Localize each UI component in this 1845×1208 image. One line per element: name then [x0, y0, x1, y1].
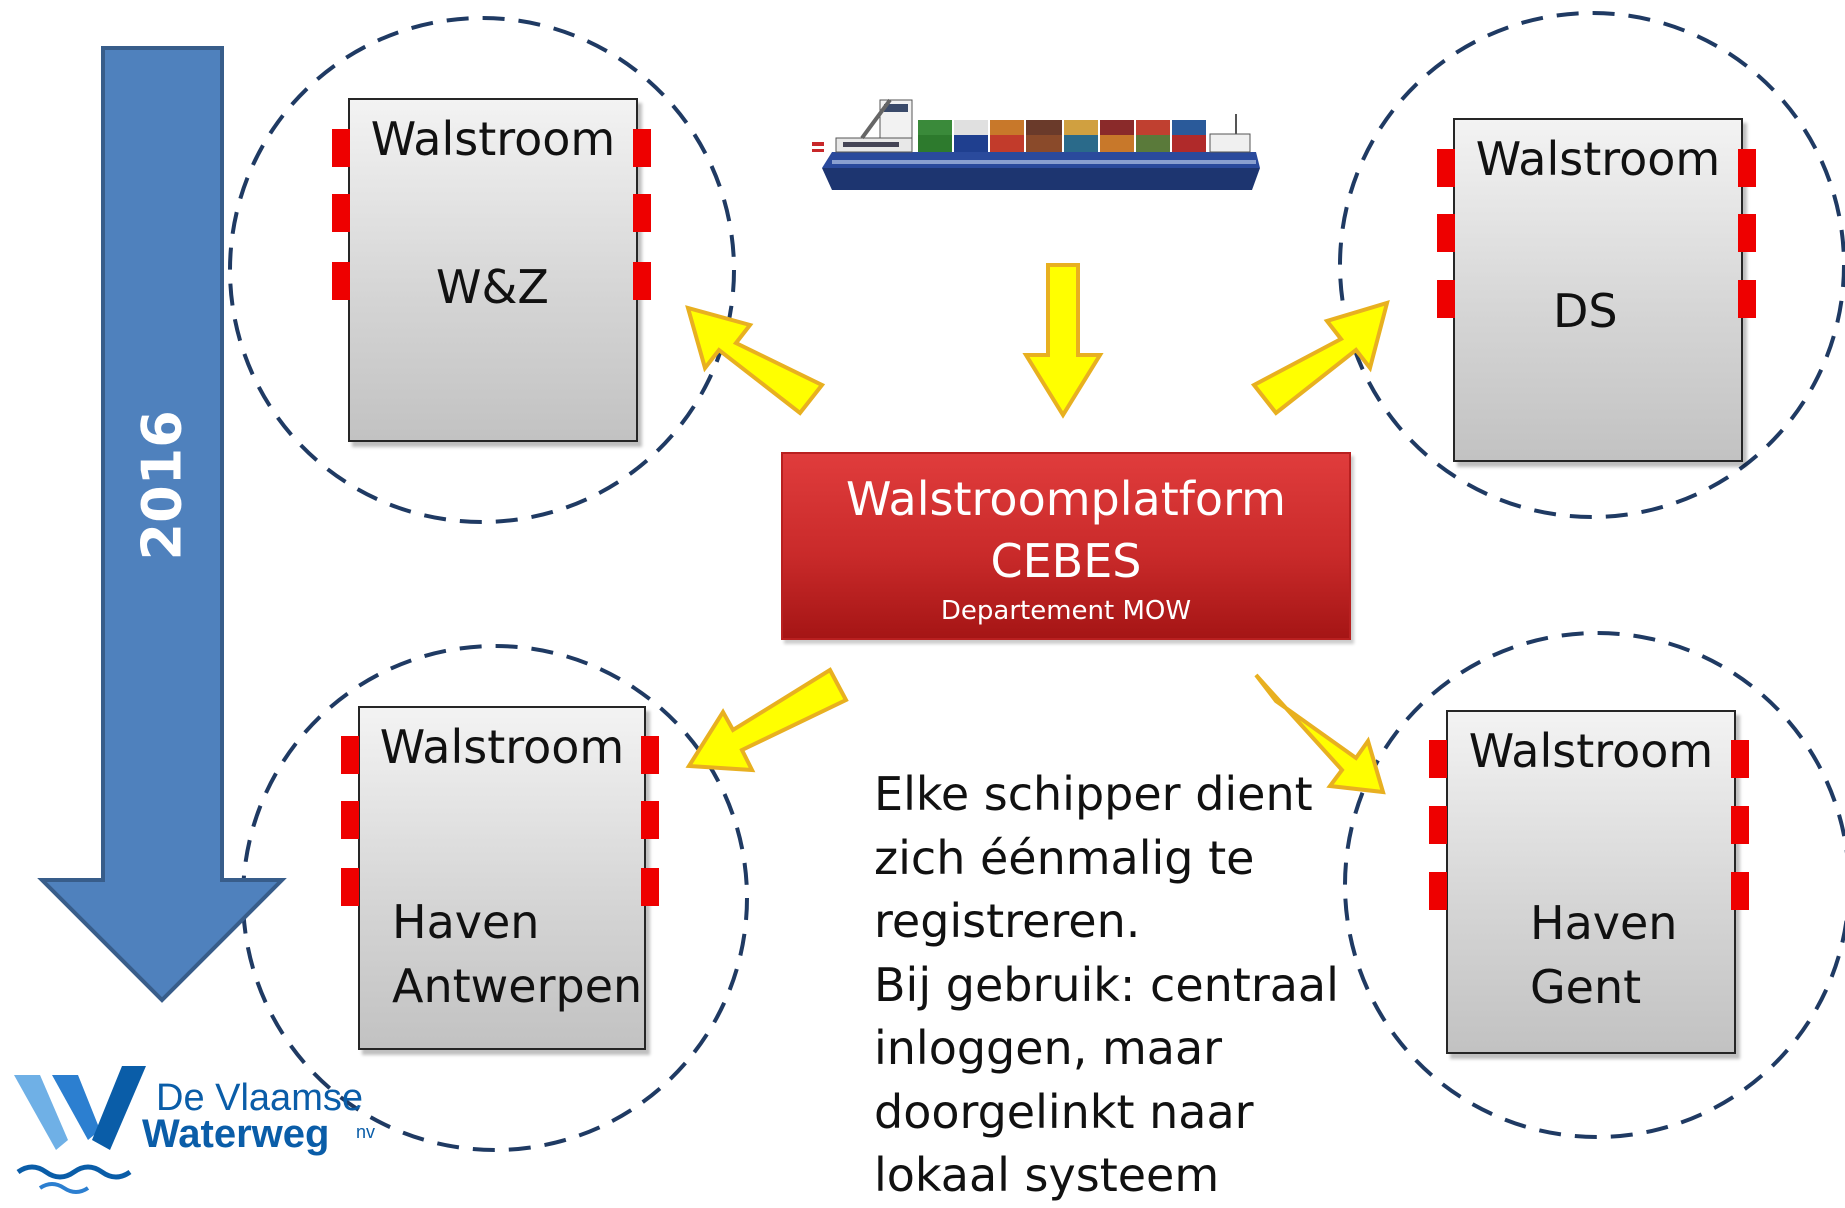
- arrow-to-ds: [1250, 300, 1390, 416]
- port-connector: [1731, 806, 1749, 844]
- port-connector: [1429, 740, 1447, 778]
- arrow-to-antwerpen: [685, 667, 849, 773]
- circle-antwerpen: [241, 644, 749, 1152]
- node-title: Walstroom: [1468, 724, 1714, 778]
- port-connector: [633, 194, 651, 232]
- port-connector: [1437, 214, 1455, 252]
- arrow-ship-to-platform: [1022, 263, 1104, 419]
- port-connector: [341, 868, 359, 906]
- note-line: Bij gebruik: centraal: [874, 957, 1339, 1012]
- port-connector: [1738, 280, 1756, 318]
- note-line: inloggen, maar: [874, 1021, 1223, 1075]
- node-label: Haven: [392, 895, 540, 949]
- port-connector: [1731, 872, 1749, 910]
- node-label: Gent: [1530, 960, 1642, 1014]
- port-connector: [332, 129, 350, 167]
- walstroom-node-antwerpen: Walstroom Haven Antwerpen: [358, 706, 646, 1050]
- logo-line2: Waterweg: [142, 1112, 330, 1156]
- note-line: zich éénmalig te: [874, 830, 1255, 885]
- timeline-year: 2016: [130, 410, 194, 561]
- node-label: W&Z: [436, 260, 549, 314]
- logo-suffix: nv: [356, 1122, 376, 1142]
- registration-note: Elke schipper dient zich éénmalig te reg…: [874, 763, 1339, 1208]
- walstroom-node-wz: Walstroom W&Z: [348, 98, 638, 442]
- port-connector: [332, 194, 350, 232]
- platform-department: Departement MOW: [940, 596, 1192, 626]
- port-connector: [1738, 214, 1756, 252]
- port-connector: [641, 868, 659, 906]
- walstroomplatform-box: Walstroomplatform CEBES Departement MOW: [781, 452, 1351, 640]
- note-line: doorgelinkt naar: [874, 1084, 1254, 1139]
- port-connector: [641, 736, 659, 774]
- yellow-arrows: [685, 263, 1390, 795]
- port-connector: [1429, 806, 1447, 844]
- node-label: Haven: [1530, 896, 1678, 950]
- note-line: lokaal systeem: [874, 1148, 1220, 1202]
- port-connector: [341, 736, 359, 774]
- walstroom-node-ds: Walstroom DS: [1453, 118, 1743, 462]
- note-line: registreren.: [874, 894, 1141, 948]
- node-label: DS: [1553, 284, 1618, 338]
- port-connector: [1731, 740, 1749, 778]
- container-ship-icon: [812, 98, 1260, 190]
- node-label: Antwerpen: [392, 959, 643, 1013]
- port-connector: [1429, 872, 1447, 910]
- port-connector: [641, 801, 659, 839]
- port-connector: [332, 262, 350, 300]
- circle-ds: [1338, 11, 1845, 519]
- node-title: Walstroom: [370, 112, 616, 166]
- circle-wz: [228, 16, 736, 524]
- port-connector: [1738, 149, 1756, 187]
- node-title: Walstroom: [1475, 132, 1721, 186]
- arrow-to-gent: [1254, 673, 1386, 795]
- port-connector: [633, 262, 651, 300]
- port-connector: [341, 801, 359, 839]
- arrow-to-wz: [685, 305, 826, 416]
- port-connector: [1437, 149, 1455, 187]
- port-connector: [633, 129, 651, 167]
- platform-subtitle: CEBES: [990, 534, 1142, 588]
- note-line: Elke schipper dient: [874, 767, 1313, 821]
- port-connector: [1437, 280, 1455, 318]
- timeline-down-arrow-icon: [37, 46, 287, 1003]
- platform-title: Walstroomplatform: [846, 472, 1286, 526]
- node-title: Walstroom: [379, 720, 625, 774]
- logo-line1: De Vlaamse: [156, 1077, 363, 1119]
- walstroom-node-gent: Walstroom Haven Gent: [1446, 710, 1736, 1054]
